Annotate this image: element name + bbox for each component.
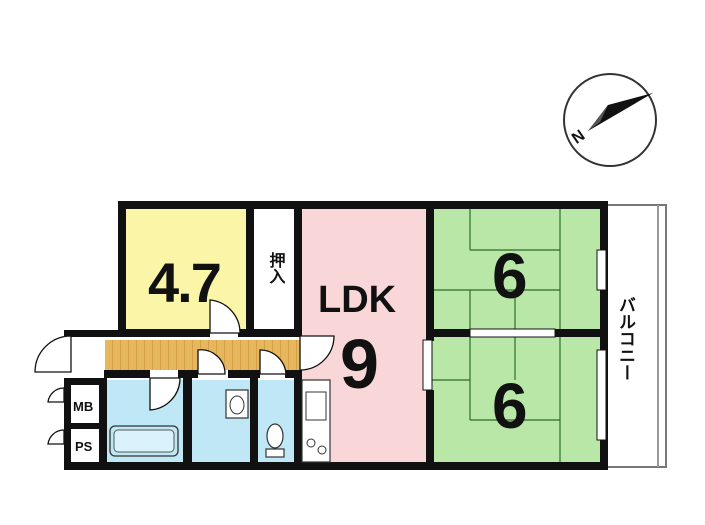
balcony [605,204,667,468]
tatami-mat-lines [428,207,561,462]
compass-ring [563,73,657,167]
tatami-lower-size: 6 [492,370,528,442]
pipe-space-label: PS [75,439,93,454]
meter-box [70,388,100,423]
stove-burner [306,438,316,448]
closet-label: 押入 [267,251,286,284]
bathtub-inner [113,429,175,453]
compass: N [563,73,657,167]
closet [252,207,300,332]
tatami-room-upper [428,207,600,335]
western-room-size: 4.7 [148,251,220,314]
pipe-space [70,428,100,462]
ldk-size: 9 [340,325,379,403]
wash-bowl [229,395,245,415]
tatami-upper-size: 6 [492,240,528,312]
windows [422,249,607,441]
compass-needle-tail [588,105,608,131]
walls [64,201,608,470]
kitchen-sink [305,391,327,421]
toilet-bowl [266,423,284,449]
fixtures [109,379,331,463]
doors [34,299,335,445]
balcony-label: バルコニー [615,296,636,381]
toilet-tank [265,448,285,458]
compass-needle [588,93,653,131]
tatami-room-lower [428,335,600,462]
entrance [70,336,105,376]
meter-box-label: MB [73,399,93,414]
ldk-label: LDK [318,279,397,321]
stove-burner [317,445,327,455]
